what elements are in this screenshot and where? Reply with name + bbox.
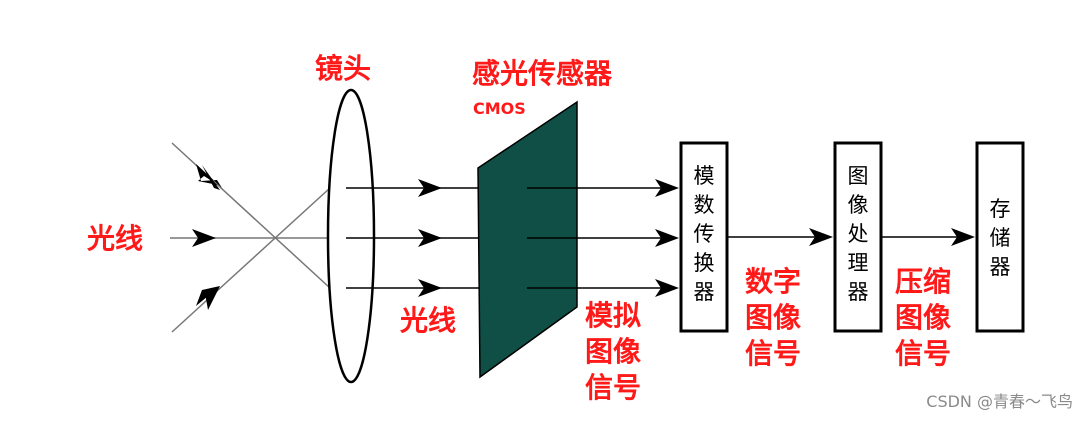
- watermark: CSDN @青春～飞鸟: [926, 392, 1073, 411]
- sensor-to-adc-arrows: [655, 179, 679, 297]
- incoming-rays: [170, 142, 331, 333]
- storage-box: [975, 141, 1025, 333]
- compressed-line-3: 信号: [895, 337, 951, 370]
- arrow-bottom-left: [196, 286, 220, 310]
- digital-line-1: 数字: [745, 265, 801, 298]
- analog-signal-label: 模拟 图像 信号: [585, 299, 642, 404]
- processor-char-3: 处: [848, 222, 869, 246]
- storage-char-2: 储: [990, 226, 1011, 250]
- processor-char-2: 像: [848, 193, 869, 217]
- adc-char-3: 传: [694, 222, 715, 246]
- storage-text: 存 储 器: [990, 197, 1011, 279]
- analog-line-3: 信号: [585, 371, 641, 404]
- light-in-label: 光线: [86, 222, 143, 255]
- adc-char-4: 换: [694, 251, 715, 275]
- lens-ellipse: [326, 88, 376, 384]
- light-mid-label: 光线: [399, 304, 456, 337]
- arrow-top-left: [202, 165, 220, 190]
- cmos-sensor: [477, 100, 578, 379]
- processor-text: 图 像 处 理 器: [848, 164, 869, 304]
- digital-line-2: 图像: [745, 301, 802, 334]
- adc-char-5: 器: [694, 280, 715, 304]
- adc-box: [679, 141, 729, 333]
- adc-text: 模 数 传 换 器: [694, 164, 715, 304]
- incoming-ray-arrows: [192, 164, 222, 310]
- compressed-signal-label: 压缩 图像 信号: [895, 265, 952, 370]
- digital-line-3: 信号: [745, 337, 801, 370]
- storage-char-1: 存: [990, 197, 1011, 221]
- sensor-to-adc-rays: [527, 187, 670, 289]
- box-connector-arrows: [809, 228, 975, 246]
- digital-signal-label: 数字 图像 信号: [745, 265, 802, 370]
- analog-line-1: 模拟: [585, 299, 641, 332]
- compressed-line-2: 图像: [895, 301, 952, 334]
- sensor-sub-label: CMOS: [473, 99, 526, 118]
- compressed-line-1: 压缩: [895, 265, 951, 298]
- arrow-mid-left: [192, 229, 216, 247]
- lens-to-sensor-arrows: [418, 179, 442, 297]
- lens-to-sensor-rays: [346, 187, 480, 289]
- adc-char-2: 数: [694, 193, 715, 217]
- adc-char-1: 模: [694, 164, 715, 188]
- processor-char-4: 理: [848, 251, 869, 275]
- processor-char-1: 图: [848, 164, 869, 188]
- sensor-label: 感光传感器: [472, 57, 613, 90]
- storage-char-3: 器: [990, 255, 1011, 279]
- lens-label: 镜头: [315, 52, 371, 85]
- analog-line-2: 图像: [585, 335, 642, 368]
- processor-char-5: 器: [848, 280, 869, 304]
